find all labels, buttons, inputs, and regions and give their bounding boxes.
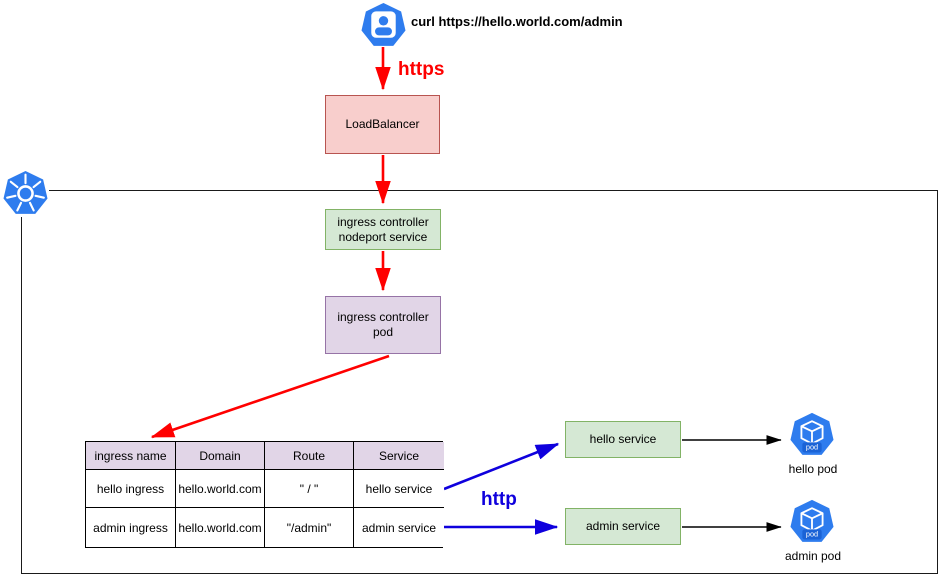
table-header-domain: Domain (176, 442, 265, 470)
hello-pod-label: hello pod (788, 462, 838, 476)
table-cell: hello.world.com (176, 508, 265, 547)
cluster-boundary (21, 190, 938, 574)
table-cell: hello.world.com (176, 470, 265, 508)
table-cell: "/admin" (265, 508, 354, 547)
curl-command-text: curl https://hello.world.com/admin (411, 14, 623, 29)
admin-pod-label: admin pod (784, 549, 842, 563)
http-protocol-label: http (481, 489, 517, 510)
ingress-controller-pod-node: ingress controller pod (325, 296, 441, 354)
table-header-service: Service (354, 442, 444, 470)
table-cell: admin ingress (86, 508, 176, 547)
table-header-route: Route (265, 442, 354, 470)
ingress-controller-nodeport-service-node: ingress controller nodeport service (325, 209, 441, 250)
load-balancer-node: LoadBalancer (325, 95, 440, 154)
hello-service-node: hello service (565, 421, 681, 458)
table-cell: hello service (354, 470, 444, 508)
https-protocol-label: https (398, 59, 445, 80)
ingress-rules-table: ingress name Domain Route Service hello … (85, 441, 444, 548)
table-cell: hello ingress (86, 470, 176, 508)
table-cell: admin service (354, 508, 444, 547)
table-header-ingress-name: ingress name (86, 442, 176, 470)
admin-service-node: admin service (565, 508, 681, 545)
user-icon (361, 2, 406, 46)
table-cell: " / " (265, 470, 354, 508)
